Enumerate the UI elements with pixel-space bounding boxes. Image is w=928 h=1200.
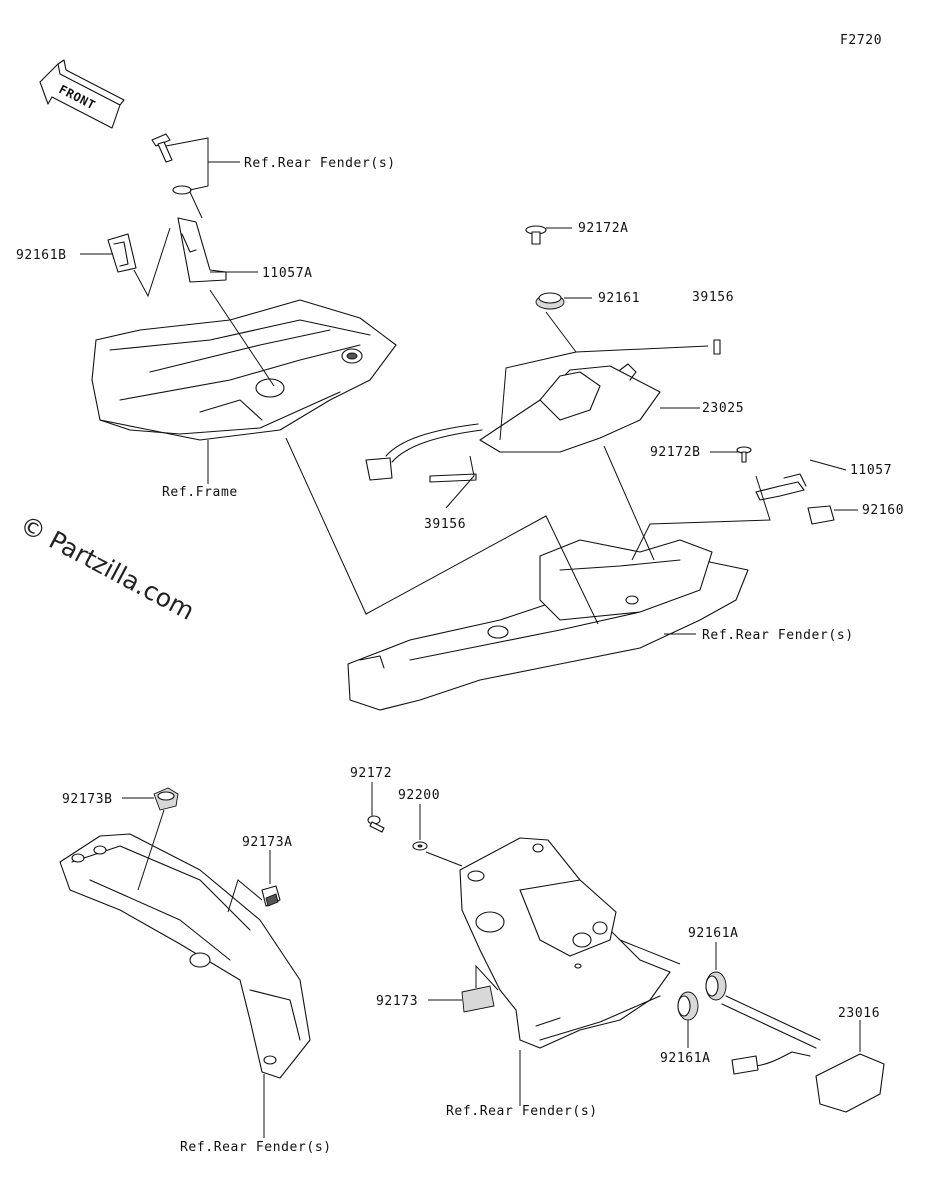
label-39156-bottom[interactable]: 39156: [424, 517, 466, 532]
rear-fender-bottom-left-icon: [59, 833, 311, 1079]
label-92172A[interactable]: 92172A: [578, 221, 629, 236]
screw-92172B-icon: [736, 446, 752, 463]
clip-92173B-icon: [153, 787, 179, 811]
clip-92173A-icon: [261, 885, 281, 907]
band-39156-top-icon: [713, 339, 721, 355]
label-92172[interactable]: 92172: [350, 766, 392, 781]
screw-92172-icon: [367, 815, 385, 833]
label-92172B[interactable]: 92172B: [650, 445, 701, 460]
bracket-11057-icon: [755, 473, 807, 501]
figure-code: F2720: [840, 33, 882, 48]
washer-92200-icon: [412, 841, 428, 851]
label-92173A[interactable]: 92173A: [242, 835, 293, 850]
clip-92161B-icon: [107, 233, 137, 273]
grommet-92161A-bottom-icon: [677, 991, 699, 1021]
label-92160[interactable]: 92160: [862, 503, 904, 518]
license-bracket-icon: [459, 837, 671, 1049]
leader-lines: [80, 137, 861, 1138]
label-92173[interactable]: 92173: [376, 994, 418, 1009]
label-92161[interactable]: 92161: [598, 291, 640, 306]
label-92161B[interactable]: 92161B: [16, 248, 67, 263]
rear-frame-icon: [91, 299, 397, 441]
label-39156-top[interactable]: 39156: [692, 290, 734, 305]
screw-92172A-icon: [525, 225, 547, 245]
band-39156-bottom-icon: [429, 473, 477, 483]
label-ref-rear-fender-3[interactable]: Ref.Rear Fender(s): [180, 1140, 332, 1155]
label-92161A-bottom[interactable]: 92161A: [660, 1051, 711, 1066]
bolt-icon-top-left: [151, 133, 192, 195]
pad-92160-icon: [807, 505, 835, 525]
label-ref-rear-fender-2[interactable]: Ref.Rear Fender(s): [702, 628, 854, 643]
label-92161A-top[interactable]: 92161A: [688, 926, 739, 941]
grommet-92161A-top-icon: [705, 971, 727, 1001]
label-11057A[interactable]: 11057A: [262, 266, 313, 281]
label-11057[interactable]: 11057: [850, 463, 892, 478]
grommet-92161-icon: [535, 292, 565, 310]
label-ref-rear-fender-4[interactable]: Ref.Rear Fender(s): [446, 1104, 598, 1119]
rear-fender-top-icon: [347, 539, 749, 711]
light-assembly-23025-icon: [365, 363, 661, 481]
turn-signal-23016-icon: [721, 995, 885, 1113]
label-ref-rear-fender-1[interactable]: Ref.Rear Fender(s): [244, 156, 396, 171]
label-23025[interactable]: 23025: [702, 401, 744, 416]
label-23016[interactable]: 23016: [838, 1006, 880, 1021]
label-92173B[interactable]: 92173B: [62, 792, 113, 807]
label-ref-frame[interactable]: Ref.Frame: [162, 485, 238, 500]
pad-92173-icon: [461, 985, 495, 1013]
front-arrow-icon: FRONT: [39, 59, 125, 129]
watermark: © Partzilla.com: [15, 510, 199, 626]
label-92200[interactable]: 92200: [398, 788, 440, 803]
